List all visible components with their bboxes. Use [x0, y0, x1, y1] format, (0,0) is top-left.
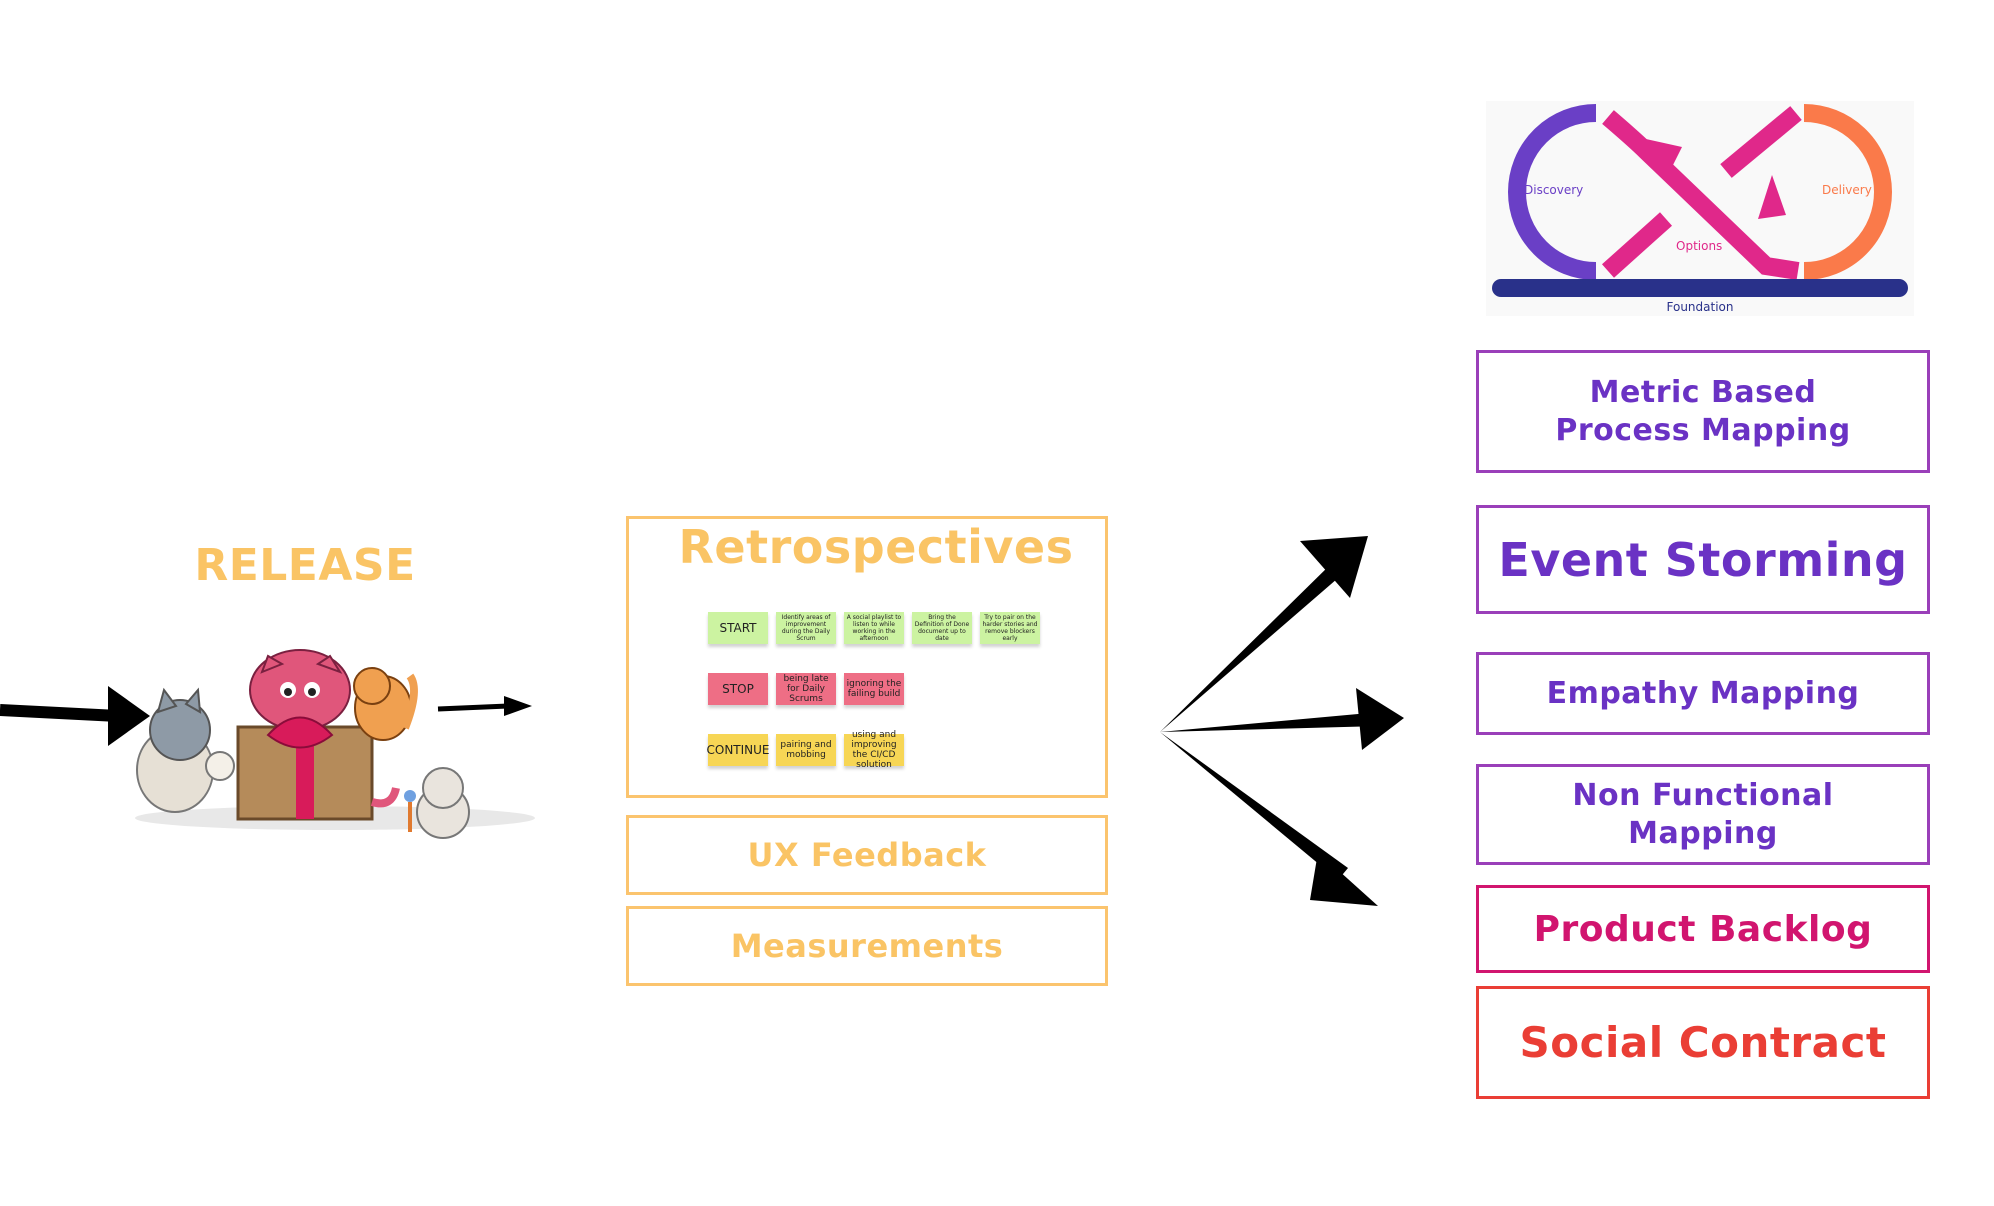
retrospectives-title: Retrospectives: [678, 520, 1074, 574]
ux-feedback-label: UX Feedback: [747, 836, 987, 874]
retro-sticky-note: Identify areas of improvement during the…: [776, 612, 836, 644]
release-outgoing-arrow: [437, 696, 532, 716]
retro-sticky-note: Bring the Definition of Done document up…: [912, 612, 972, 644]
practice-label: Empathy Mapping: [1546, 676, 1860, 711]
practice-label: Non Functional Mapping: [1572, 777, 1834, 851]
logo-options-label: Options: [1676, 239, 1723, 253]
logo-foundation-label: Foundation: [1666, 300, 1734, 314]
practice-metric-based-process-mapping[interactable]: Metric Based Process Mapping: [1476, 350, 1930, 473]
practice-label: Social Contract: [1519, 1018, 1887, 1067]
infinity-loop-icon: [1492, 104, 1908, 297]
open-practice-logo: Discovery Options Delivery Foundation: [1486, 101, 1914, 316]
practice-label: Product Backlog: [1533, 908, 1873, 950]
practice-empathy-mapping[interactable]: Empathy Mapping: [1476, 652, 1930, 735]
retro-sticky-note: Try to pair on the harder stories and re…: [980, 612, 1040, 644]
retro-sticky-note: ignoring the failing build: [844, 673, 904, 705]
release-title: RELEASE: [194, 540, 416, 591]
retro-row-label: STOP: [708, 673, 768, 705]
retro-sticky-note: using and improving the CI/CD solution: [844, 730, 904, 770]
practice-product-backlog[interactable]: Product Backlog: [1476, 885, 1930, 973]
retro-row-label: CONTINUE: [707, 734, 770, 766]
practice-social-contract[interactable]: Social Contract: [1476, 986, 1930, 1099]
ux-feedback-panel: UX Feedback: [626, 815, 1108, 895]
measurements-panel: Measurements: [626, 906, 1108, 986]
measurements-label: Measurements: [730, 927, 1004, 965]
logo-delivery-label: Delivery: [1822, 183, 1872, 197]
logo-discovery-label: Discovery: [1524, 183, 1584, 197]
practice-label: Event Storming: [1498, 532, 1908, 587]
practice-non-functional-mapping[interactable]: Non Functional Mapping: [1476, 764, 1930, 865]
release-illustration: [135, 649, 535, 839]
practice-event-storming[interactable]: Event Storming: [1476, 505, 1930, 614]
practice-label: Metric Based Process Mapping: [1555, 374, 1851, 448]
fan-arrows: [1160, 536, 1404, 906]
retro-sticky-note: being late for Daily Scrums: [776, 673, 836, 705]
retro-sticky-note: A social playlist to listen to while wor…: [844, 612, 904, 644]
incoming-arrow: [0, 686, 150, 746]
retro-sticky-note: pairing and mobbing: [776, 734, 836, 766]
retro-row-label: START: [708, 612, 768, 644]
